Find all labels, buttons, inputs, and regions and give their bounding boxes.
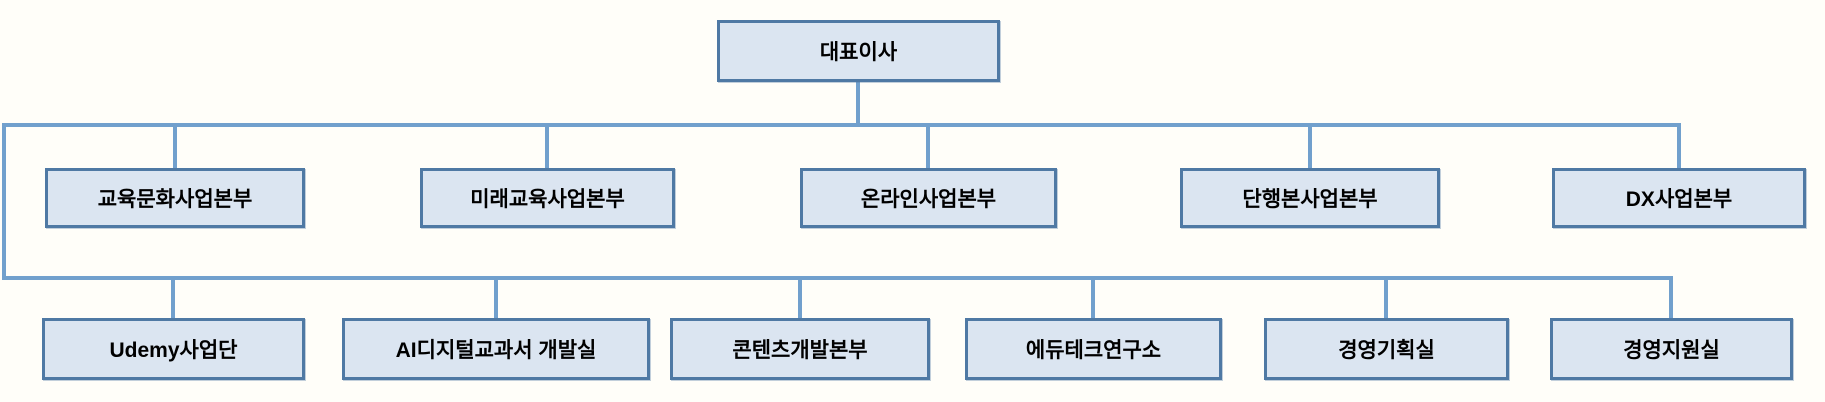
connector-root-drop	[856, 82, 860, 125]
connector-stub-level3-2	[494, 276, 498, 318]
org-node-label: DX사업본부	[1625, 188, 1733, 211]
org-node-education-culture-division: 교육문화사업본부	[45, 168, 305, 228]
connector-stub-level2-4	[1308, 123, 1312, 168]
org-node-management-planning-office: 경영기획실	[1264, 318, 1509, 380]
connector-stub-level3-1	[171, 276, 175, 318]
org-node-label: 미래교육사업본부	[470, 188, 625, 211]
org-node-future-education-division: 미래교육사업본부	[420, 168, 675, 228]
org-node-ceo: 대표이사	[717, 20, 1000, 82]
connector-stub-level3-5	[1384, 276, 1388, 318]
org-node-udemy-unit: Udemy사업단	[42, 318, 305, 380]
org-node-label: 교육문화사업본부	[97, 188, 253, 211]
org-node-label: 경영기획실	[1338, 339, 1435, 362]
org-node-ai-digital-textbook-lab: AI디지털교과서 개발실	[342, 318, 650, 380]
org-node-label: 단행본사업본부	[1242, 188, 1378, 211]
connector-stub-level2-3	[926, 123, 930, 168]
org-node-label: AI디지털교과서 개발실	[395, 339, 597, 362]
org-node-label: 콘텐츠개발본부	[732, 339, 868, 362]
connector-stub-level3-6	[1669, 276, 1673, 318]
connector-level3-rail	[2, 276, 1673, 280]
org-node-label: 에듀테크연구소	[1025, 339, 1162, 362]
org-node-dx-division: DX사업본부	[1552, 168, 1806, 228]
connector-level2-rail	[4, 123, 1681, 127]
org-node-content-development-division: 콘텐츠개발본부	[670, 318, 930, 380]
org-node-label: 경영지원실	[1623, 339, 1720, 362]
connector-stub-level2-5	[1677, 123, 1681, 168]
org-node-label: Udemy사업단	[109, 339, 238, 362]
org-node-label: 온라인사업본부	[860, 188, 997, 211]
org-node-management-support-office: 경영지원실	[1550, 318, 1793, 380]
connector-stub-level2-1	[173, 123, 177, 168]
connector-stub-level2-2	[545, 123, 549, 168]
org-node-online-division: 온라인사업본부	[800, 168, 1057, 228]
org-node-ceo-label: 대표이사	[819, 41, 898, 64]
connector-stub-level3-4	[1091, 276, 1095, 318]
connector-left-drop	[2, 123, 6, 280]
connector-stub-level3-3	[798, 276, 802, 318]
org-node-edutech-research-institute: 에듀테크연구소	[965, 318, 1222, 380]
org-node-books-division: 단행본사업본부	[1180, 168, 1440, 228]
